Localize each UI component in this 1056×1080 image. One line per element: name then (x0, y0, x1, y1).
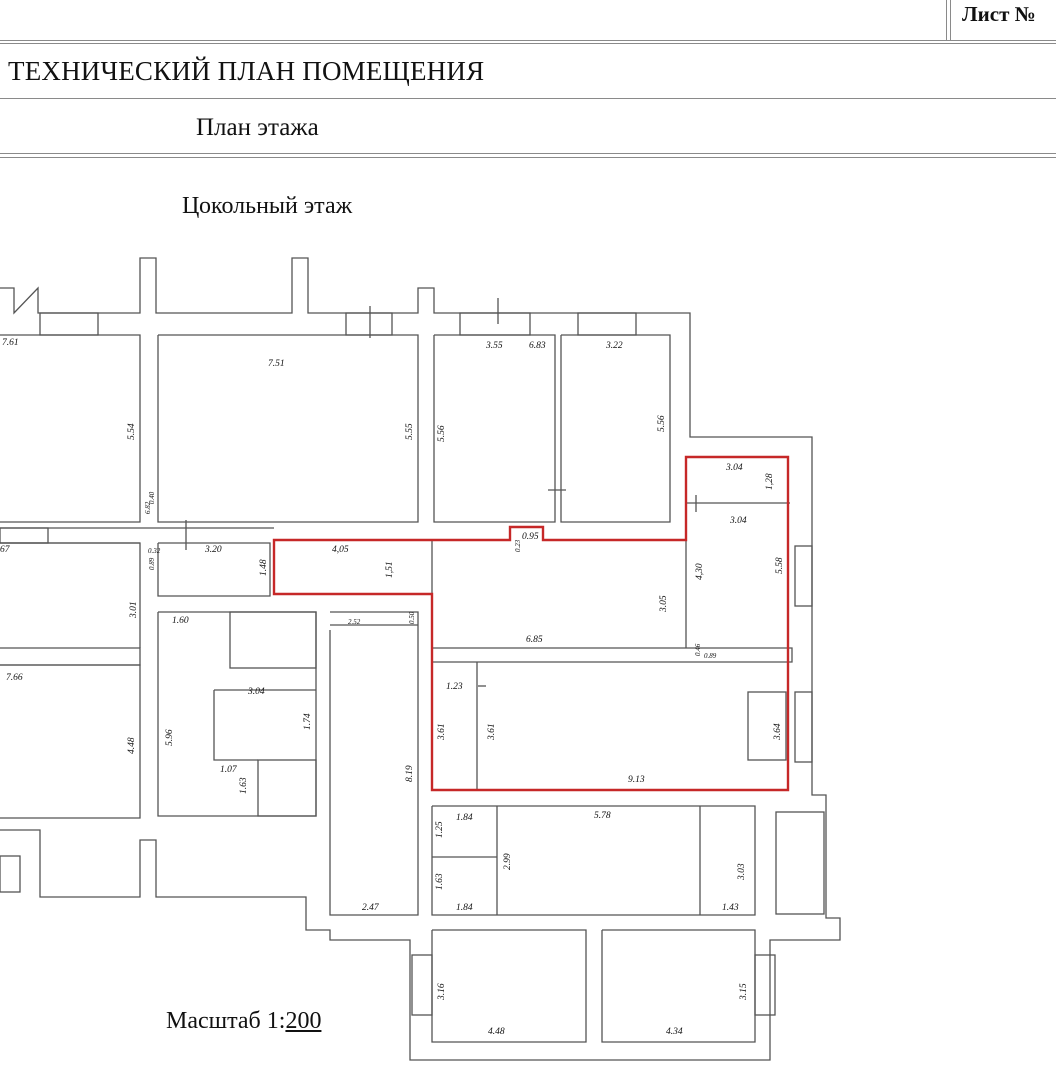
dim-label: 1.60 (172, 616, 189, 626)
header-line-3 (0, 153, 1056, 154)
dim-label: 7.61 (2, 338, 19, 348)
dim-label: 1.63 (239, 777, 249, 794)
dim-label: 1.23 (446, 682, 463, 692)
dim-label: 1.25 (435, 821, 445, 838)
dim-label: 4,30 (695, 563, 705, 580)
dim-label: 0.23 (514, 539, 522, 552)
dim-label: 3.04 (725, 463, 743, 473)
dim-label: 0.89 (704, 652, 717, 660)
dim-label: 1.63 (435, 873, 445, 890)
dim-label: 3.22 (605, 341, 623, 351)
dim-label: 1,51 (385, 561, 395, 578)
dim-label: 2.99 (503, 853, 513, 870)
dim-label: 4.48 (488, 1027, 505, 1037)
dim-label: 1.84 (456, 903, 473, 913)
header-line-1 (0, 40, 1056, 41)
floor-title: Цокольный этаж (182, 193, 353, 219)
dimension-labels: 7.61 7.51 3.55 6.83 3.22 5.54 5.55 5.56 … (0, 338, 785, 1037)
dim-label: 0.95 (522, 532, 539, 542)
header-line-2 (0, 98, 1056, 99)
scale-label: Масштаб 1:200 (166, 1008, 321, 1035)
dim-label: 4,05 (332, 545, 349, 555)
dim-label: 3.01 (129, 601, 139, 619)
dim-label: 3.15 (739, 983, 749, 1001)
dim-label: 1.84 (456, 813, 473, 823)
dim-label: 3.04 (729, 516, 747, 526)
walls (0, 257, 841, 1061)
document-title: ТЕХНИЧЕСКИЙ ПЛАН ПОМЕЩЕНИЯ (8, 56, 485, 86)
dim-label: 0.32 (148, 547, 161, 555)
dim-label: 7.51 (268, 359, 285, 369)
dim-label: 3.64 (773, 723, 783, 741)
dim-label: 5.55 (405, 423, 415, 440)
dim-label: 3.16 (437, 983, 447, 1001)
header-divider-left-2 (950, 0, 951, 40)
dim-label: 6.83 (529, 341, 546, 351)
dim-label: 5.58 (775, 557, 785, 574)
dim-label: 3.03 (737, 863, 747, 881)
dim-label: 5.56 (657, 415, 667, 432)
dim-label: 5.56 (437, 425, 447, 442)
scale-prefix: Масштаб 1: (166, 1008, 286, 1034)
header-divider-left (946, 0, 947, 40)
dim-label: 0.89 (148, 557, 156, 570)
dim-label: 6.82 (144, 501, 152, 514)
dim-label: 3.55 (485, 341, 503, 351)
dim-label: 1.43 (722, 903, 739, 913)
dim-label: 9.13 (628, 775, 645, 785)
dim-label: 3.61 (487, 723, 497, 741)
dim-label: 2.52 (348, 618, 361, 626)
dim-label: 5.78 (594, 811, 611, 821)
dim-label: 4.34 (666, 1027, 683, 1037)
dim-label: 1.48 (259, 559, 269, 576)
dim-label: 6.85 (526, 635, 543, 645)
dim-label: 1.74 (303, 713, 313, 730)
dim-label: 1.07 (220, 765, 238, 775)
dim-label: 4.48 (127, 737, 137, 754)
dim-label: 2.47 (362, 903, 380, 913)
dim-label: 0.40 (148, 491, 156, 504)
dim-label: 3.05 (659, 595, 669, 613)
dim-label: 1,28 (765, 473, 775, 490)
dim-label: 0.50 (408, 611, 416, 624)
document-subtitle: План этажа (196, 114, 319, 141)
dim-label: 5.54 (127, 423, 137, 440)
header-line-1b (0, 43, 1056, 44)
dim-label: 5.96 (165, 729, 175, 746)
outer-wall-top (0, 257, 841, 1061)
dim-label: 67 (0, 545, 11, 555)
sheet-number-label: Лист № (962, 2, 1036, 26)
dim-label: 0.46 (694, 643, 702, 656)
highlighted-premises-outline (272, 455, 790, 792)
dim-label: 7.66 (6, 673, 23, 683)
dim-label: 3.20 (204, 545, 222, 555)
header-line-3b (0, 157, 1056, 158)
scale-value: 200 (285, 1008, 322, 1034)
dim-label: 3.61 (437, 723, 447, 741)
dim-label: 8.19 (405, 765, 415, 782)
dim-label: 3.04 (247, 687, 265, 697)
